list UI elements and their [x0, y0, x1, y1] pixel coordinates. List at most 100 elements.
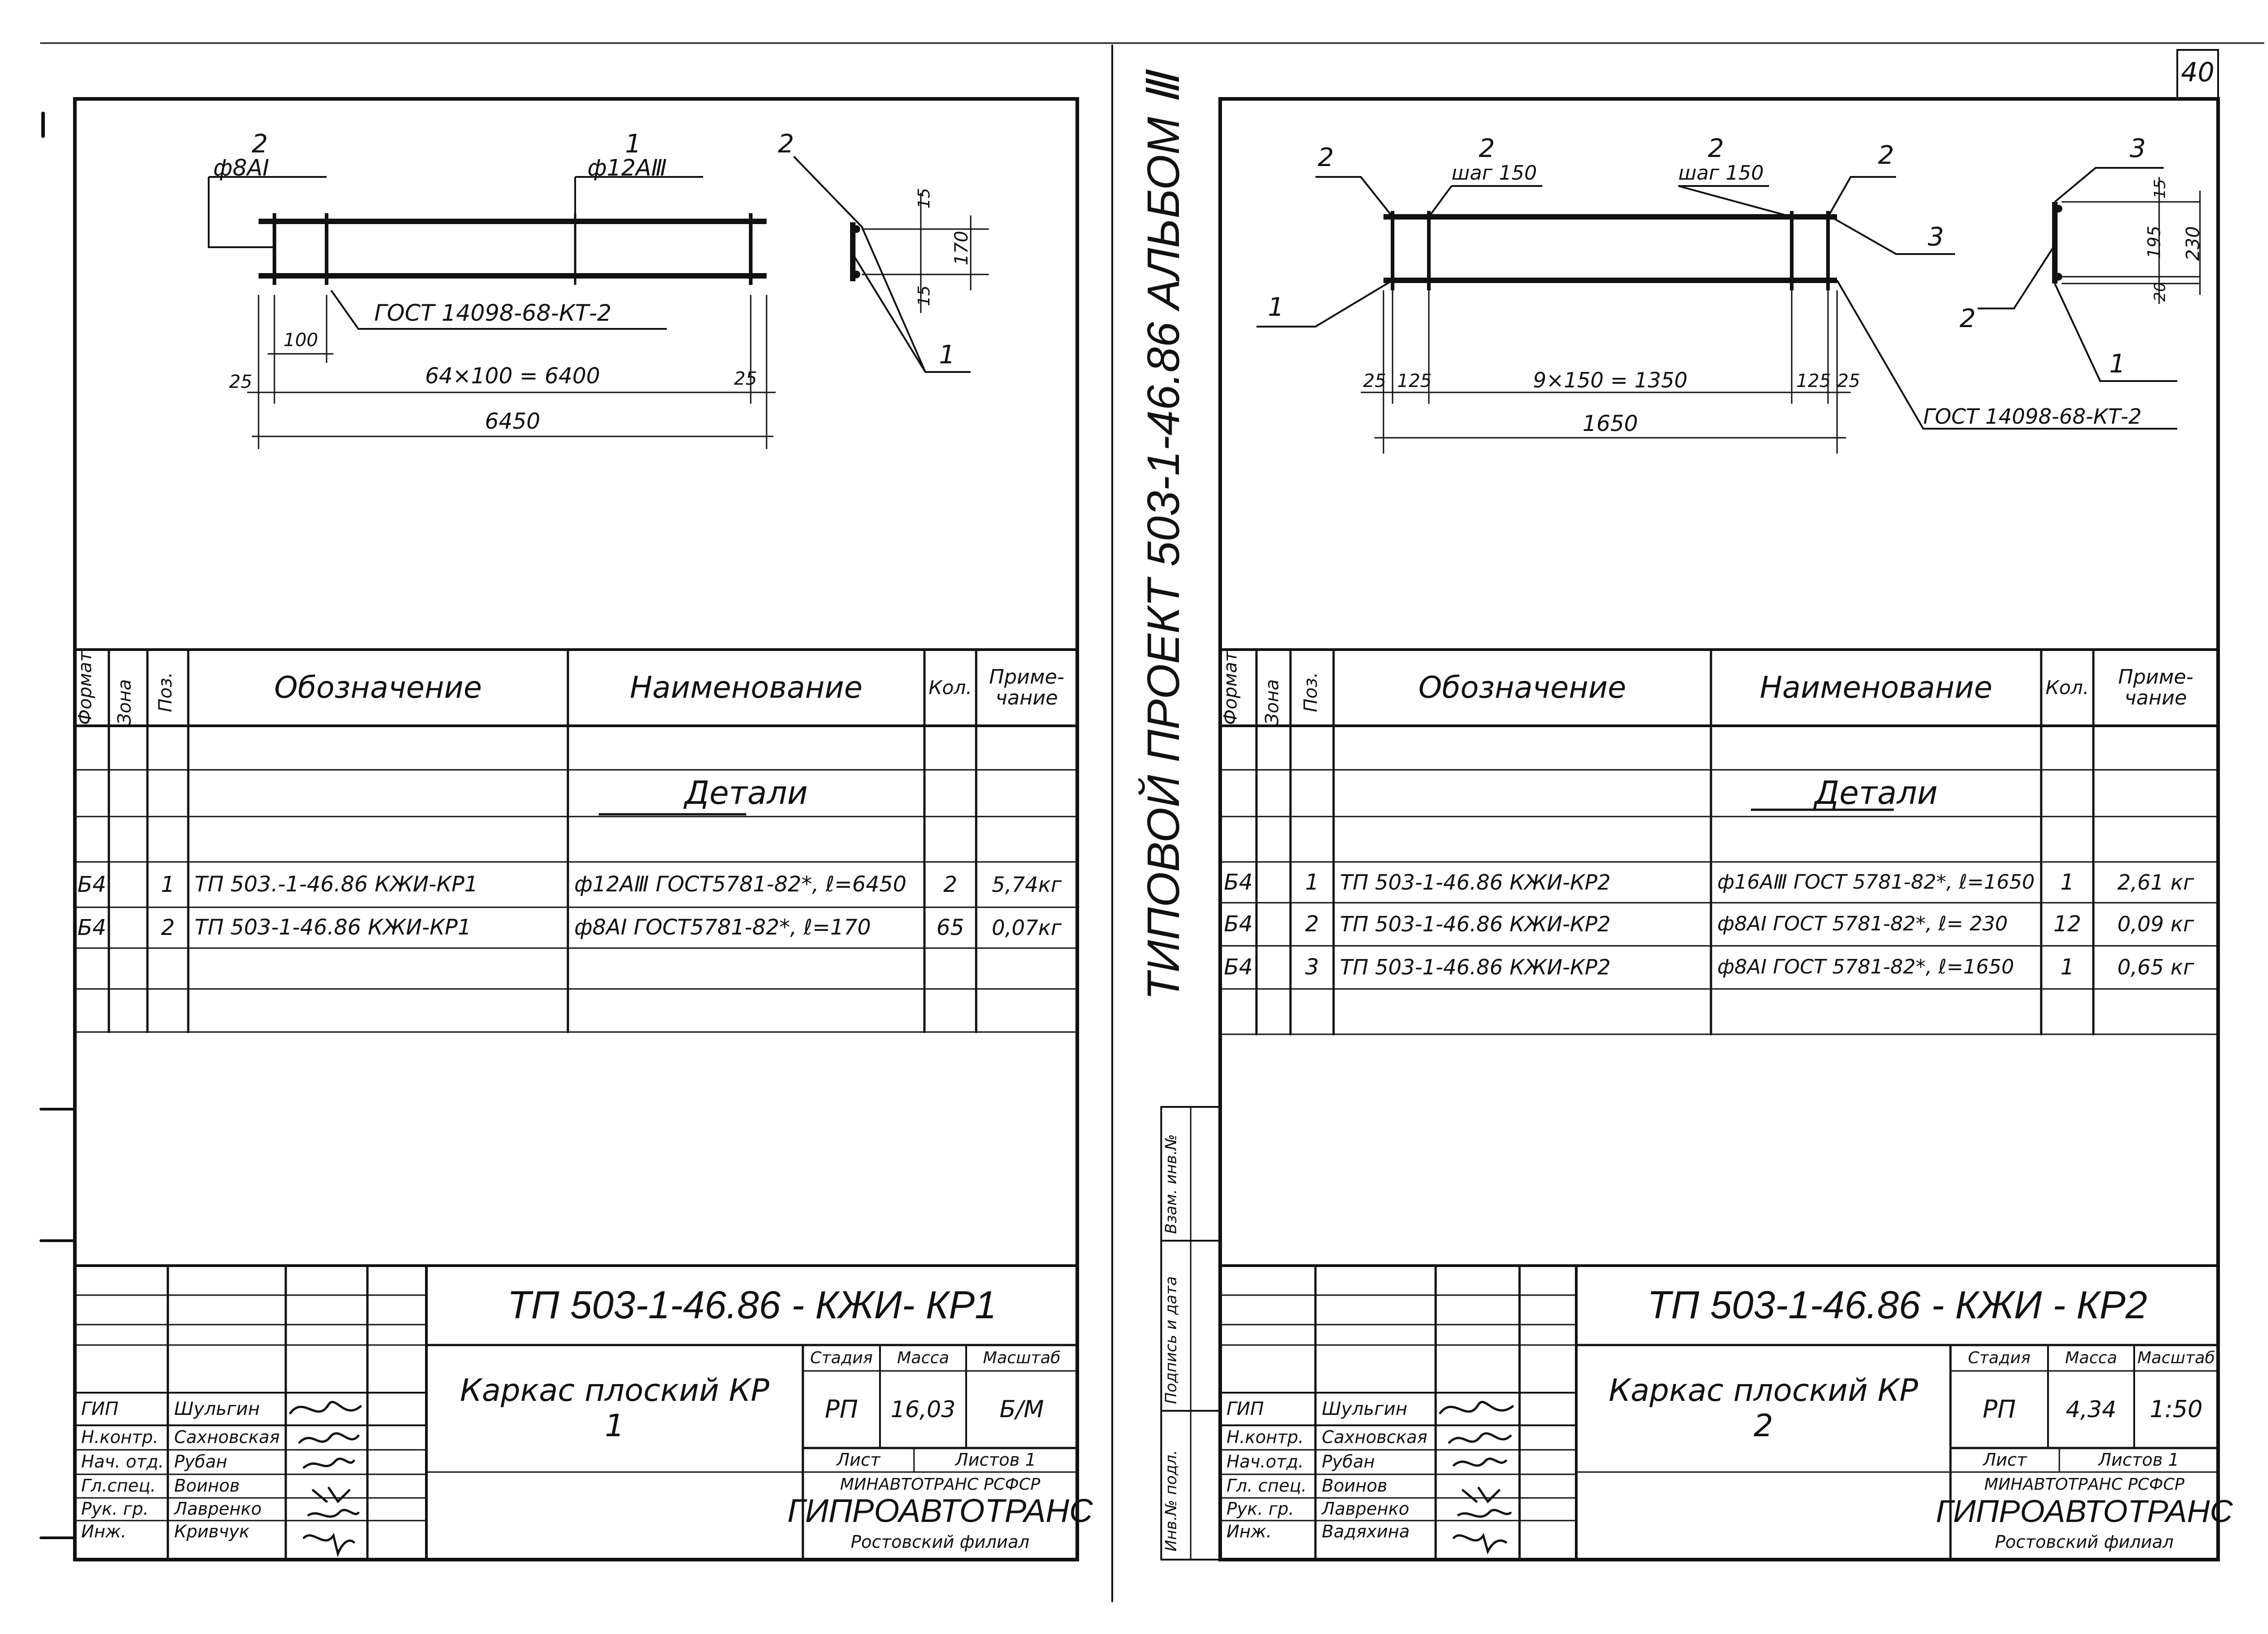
kr2-name-6: Вадяхина: [1322, 1521, 1410, 1542]
kr1-name-2: Сахновская: [174, 1427, 280, 1448]
kr1-pos1-label: 1: [625, 129, 641, 159]
kr2-row3-qty: 1: [2060, 954, 2074, 980]
kr1-org-name: ГИПРОАВТОТРАНС: [787, 1493, 1093, 1530]
kr2-header-designation: Обозначение: [1418, 670, 1626, 705]
kr2-header-format: Формат: [1220, 651, 1241, 725]
side-title: ТИПОВОЙ ПРОЕКТ 503-1-46.86 АЛЬБОМ Ⅲ: [1138, 73, 1189, 1000]
kr2-dim-195: 195: [2144, 225, 2164, 259]
kr1-detail-label-1: 1: [939, 340, 955, 370]
kr1-org-branch: Ростовский филиал: [850, 1531, 1030, 1552]
kr2-role-5: Рук. гр.: [1227, 1499, 1294, 1519]
kr2-header-zone: Зона: [1262, 679, 1283, 725]
kr1-role-5: Рук. гр.: [81, 1499, 149, 1519]
kr2-detail-3: 3: [2130, 134, 2146, 163]
kr1-header-name: Наименование: [630, 670, 863, 705]
kr2-role-1: ГИП: [1227, 1399, 1264, 1419]
kr1-dim-15-top: 15: [915, 188, 934, 209]
kr1-section-title: Детали: [684, 774, 808, 812]
kr1-gost: ГОСТ 14098-68-КТ-2: [374, 300, 612, 326]
kr2-name-4: Воинов: [1322, 1476, 1388, 1496]
kr2-scale-label: Масштаб: [2137, 1348, 2215, 1367]
kr2-dim-20: 20: [2151, 282, 2169, 302]
kr2-dim-spacing: 9×150 = 1350: [1533, 368, 1688, 392]
kr1-scale: Б/М: [999, 1395, 1044, 1423]
kr1-name-6: Кривчук: [174, 1521, 250, 1542]
kr2-section-title: Детали: [1814, 774, 1938, 812]
kr2-label-2c: 2: [1708, 134, 1724, 163]
kr1-dim-170: 170: [951, 230, 972, 265]
kr1-doc-code: ТП 503-1-46.86 - КЖИ- КР1: [507, 1283, 997, 1327]
kr2-row1-note: 2,61 кг: [2117, 870, 2194, 895]
kr2-row2-pos: 2: [1305, 911, 1319, 937]
kr1-stage-label: Стадия: [810, 1348, 873, 1367]
kr2-dim-125-left: 125: [1397, 371, 1432, 391]
kr2-row2-designation: ТП 503-1-46.86 КЖИ-КР2: [1340, 912, 1611, 937]
kr1-drawing: [208, 156, 989, 449]
kr1-pos1-bar: ф12АⅢ: [587, 155, 667, 181]
kr1-row1-format: Б4: [77, 871, 107, 897]
kr1-row1-qty: 2: [943, 871, 958, 897]
kr1-row1-designation: ТП 503.-1-46.86 КЖИ-КР1: [195, 872, 478, 897]
kr2-row1-qty: 1: [2060, 869, 2074, 895]
kr2-sheet-label: Лист: [1983, 1449, 2027, 1470]
kr1-mass: 16,03: [890, 1396, 956, 1423]
kr2-name-1: Шульгин: [1322, 1399, 1408, 1419]
kr2-scale: 1:50: [2150, 1395, 2203, 1423]
page-number: 40: [2181, 57, 2214, 88]
kr1-row2-qty: 65: [936, 915, 964, 940]
kr1-row2-format: Б4: [77, 915, 107, 940]
kr2-detail-2: 2: [1960, 304, 1976, 333]
kr1-name-3: Рубан: [174, 1452, 227, 1472]
kr2-stage-label: Стадия: [1968, 1348, 2031, 1367]
kr2-dim-25-left: 25: [1363, 371, 1386, 391]
kr1-pos2-bar: ф8АI: [213, 155, 269, 181]
kr2-row3-format: Б4: [1224, 954, 1253, 980]
kr1-name-5: Лавренко: [174, 1499, 262, 1519]
kr2-row2-note: 0,09 кг: [2117, 912, 2194, 937]
kr1-pos2-label: 2: [252, 129, 268, 159]
kr1-row1-name: ф12АⅢ ГОСТ5781-82*, ℓ=6450: [574, 872, 907, 897]
kr2-label-2d: 2: [1878, 141, 1894, 170]
kr1-org-ministry: МИНАВТОТРАНС РСФСР: [840, 1475, 1041, 1494]
kr2-dim-15: 15: [2151, 179, 2169, 199]
kr1-header-designation: Обозначение: [274, 670, 482, 705]
kr1-name-4: Воинов: [174, 1476, 240, 1496]
kr1-dim-total: 6450: [484, 409, 541, 434]
kr1-detail-label: 2: [778, 129, 794, 159]
kr2-row2-format: Б4: [1224, 911, 1253, 937]
kr2-header-pos: Поз.: [1300, 672, 1321, 712]
kr2-header-qty: Кол.: [2045, 676, 2089, 699]
kr2-role-6: Инж.: [1227, 1521, 1272, 1542]
kr2-row2-qty: 12: [2053, 911, 2082, 937]
kr1-header-pos: Поз.: [155, 672, 176, 712]
kr1-scale-label: Масштаб: [982, 1348, 1061, 1367]
kr1-role-4: Гл.спец.: [81, 1476, 156, 1496]
stamp-inv-replacement: Взам. инв.№: [1162, 1134, 1180, 1234]
kr1-row1-pos: 1: [161, 871, 175, 897]
kr2-row3-pos: 3: [1305, 954, 1319, 980]
stamp-inv-original: Инв.№ подл.: [1162, 1450, 1180, 1551]
kr1-role-1: ГИП: [81, 1399, 119, 1419]
kr2-doc-title: Каркас плоский КР 2: [1608, 1372, 1918, 1444]
kr1-header-format: Формат: [75, 651, 96, 725]
kr2-row3-note: 0,65 кг: [2117, 955, 2194, 980]
kr1-header-qty: Кол.: [929, 676, 972, 699]
kr1-dim-25-right: 25: [734, 368, 757, 389]
kr1-dim-15-bottom: 15: [915, 285, 934, 306]
kr2-role-4: Гл. спец.: [1227, 1476, 1307, 1496]
kr2-row1-designation: ТП 503-1-46.86 КЖИ-КР2: [1340, 870, 1611, 895]
kr2-label-3: 3: [1928, 222, 1944, 252]
kr2-row1-name: ф16АⅢ ГОСТ 5781-82*, ℓ=1650: [1717, 870, 2035, 894]
kr2-step-b: шаг 150: [1452, 161, 1537, 185]
kr2-org-branch: Ростовский филиал: [1995, 1531, 2174, 1552]
kr2-row1-pos: 1: [1305, 869, 1319, 895]
kr2-step-c: шаг 150: [1678, 161, 1764, 185]
kr2-dim-25-right: 25: [1837, 371, 1860, 391]
kr1-sheet-label: Лист: [836, 1449, 880, 1470]
kr2-row3-designation: ТП 503-1-46.86 КЖИ-КР2: [1340, 955, 1611, 980]
kr1-row1-note: 5,74кг: [992, 872, 1062, 897]
kr2-label-2b: 2: [1479, 134, 1495, 163]
kr2-mass: 4,34: [2066, 1396, 2116, 1423]
kr2-label-1: 1: [1268, 293, 1284, 322]
